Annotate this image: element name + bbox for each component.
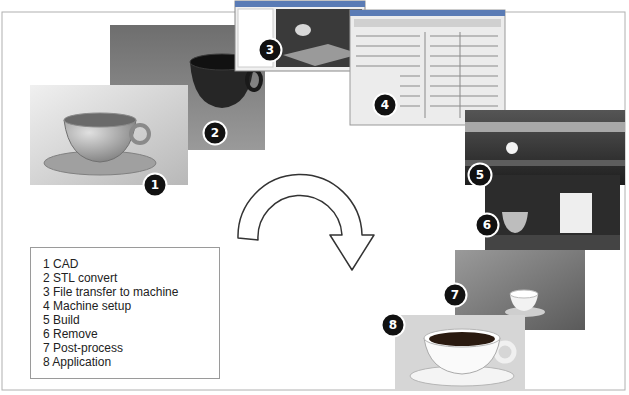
step-list-item: 4 Machine setup: [43, 299, 207, 313]
coffee: [429, 332, 495, 346]
step-list-item: 6 Remove: [43, 327, 207, 341]
powder-block: [560, 193, 592, 233]
part: [506, 142, 518, 154]
window: [235, 1, 365, 71]
table: [485, 235, 620, 250]
step-list-item: 5 Build: [43, 313, 207, 327]
callout-number: 6: [474, 212, 500, 238]
photo-ground: [485, 175, 620, 250]
callout-number: 2: [202, 120, 228, 146]
step-list-box: 1 CAD2 STL convert3 File transfer to mac…: [30, 247, 220, 379]
callout-number: 3: [257, 37, 283, 63]
callout-number: 6: [474, 212, 500, 238]
cycle-arrow: [238, 175, 374, 270]
step-list-item: 2 STL convert: [43, 271, 207, 285]
callout-number: 2: [202, 120, 228, 146]
remove-photo: [485, 175, 620, 250]
callout-number: 4: [372, 92, 398, 118]
callout-number: 5: [467, 162, 493, 188]
cup-handle: [131, 125, 149, 143]
callout-number: 7: [442, 282, 468, 308]
part-cup: [502, 212, 528, 233]
step-list-item: 1 CAD: [43, 257, 207, 271]
build-platform: [283, 44, 360, 66]
callout-number: 1: [142, 172, 168, 198]
part-model: [295, 24, 311, 36]
table-lines: [356, 32, 498, 118]
callout-number: 5: [467, 162, 493, 188]
toolbar: [354, 19, 501, 27]
callout-number: 8: [380, 312, 406, 338]
callout-number: 1: [142, 172, 168, 198]
application-photo: [395, 315, 525, 390]
photo-ground: [395, 315, 525, 390]
step-list-item: 8 Application: [43, 355, 207, 369]
machine-rail: [465, 122, 625, 132]
step-list-item: 3 File transfer to machine: [43, 285, 207, 299]
callout-number: 7: [442, 282, 468, 308]
machine-bed: [465, 160, 625, 166]
callout-number: 4: [372, 92, 398, 118]
software-screenshot: [235, 1, 365, 71]
cup-rim: [424, 329, 500, 347]
cup-handle: [247, 70, 261, 90]
callout-number: 8: [380, 312, 406, 338]
callout-number: 3: [257, 37, 283, 63]
cup-rim: [64, 113, 136, 127]
cup-rim: [510, 290, 538, 298]
title-bar: [350, 10, 505, 16]
view-pane: [276, 9, 362, 67]
photo-ground: [30, 85, 188, 185]
setup-screenshot: [350, 10, 505, 125]
cad-photo: [30, 85, 188, 185]
step-list-item: 7 Post-process: [43, 341, 207, 355]
window: [350, 10, 505, 125]
title-bar: [235, 1, 365, 7]
